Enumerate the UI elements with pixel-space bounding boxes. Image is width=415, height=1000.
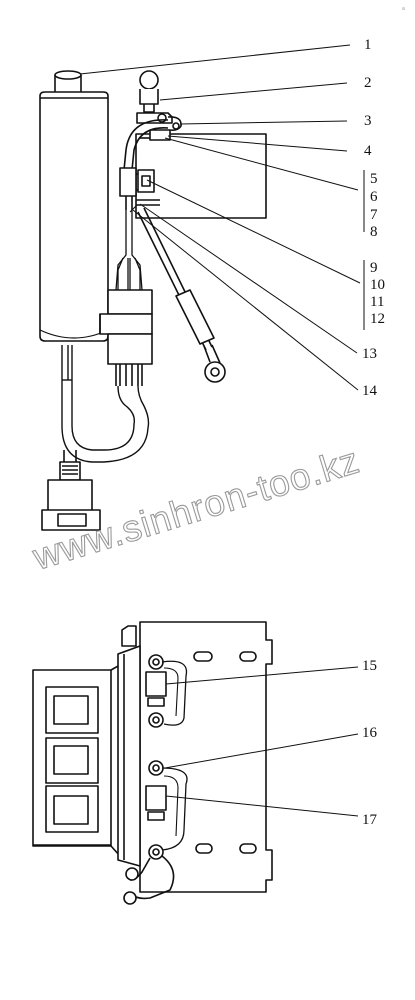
knob-bracket bbox=[136, 70, 182, 141]
callout-2: 2 bbox=[364, 75, 372, 91]
cylinder-body bbox=[39, 70, 109, 342]
callout-15: 15 bbox=[362, 658, 377, 674]
callout-1: 1 bbox=[364, 37, 372, 53]
leader-lines-lower bbox=[164, 666, 359, 817]
callout-7: 7 bbox=[370, 207, 378, 223]
callout-4: 4 bbox=[364, 143, 372, 159]
callout-8: 8 bbox=[370, 224, 378, 240]
callout-6: 6 bbox=[370, 189, 378, 205]
lower-cable bbox=[41, 450, 101, 531]
callout-9: 9 bbox=[370, 260, 378, 276]
bottom-assembly bbox=[32, 621, 359, 905]
leader-lines bbox=[79, 44, 365, 391]
tube bbox=[119, 119, 169, 210]
callout-11: 11 bbox=[370, 294, 384, 310]
switch-panel bbox=[32, 664, 121, 857]
callout-13: 13 bbox=[362, 346, 377, 362]
wire-loop bbox=[61, 345, 150, 463]
top-assembly bbox=[39, 44, 365, 531]
callout-12: 12 bbox=[370, 311, 385, 327]
corner-mark: a bbox=[402, 6, 405, 12]
callout-5: 5 bbox=[370, 171, 378, 187]
callout-3: 3 bbox=[364, 113, 372, 129]
callout-17: 17 bbox=[362, 812, 378, 828]
fuse-holders bbox=[123, 654, 188, 905]
bracket-plate bbox=[117, 621, 273, 893]
callout-14: 14 bbox=[362, 383, 378, 399]
callout-labels: 1 2 3 4 5 6 7 8 9 10 11 12 13 14 15 16 1… bbox=[362, 37, 385, 828]
callout-10: 10 bbox=[370, 277, 385, 293]
wire-harness bbox=[115, 210, 143, 291]
ground-strap bbox=[137, 207, 226, 383]
inline-connector bbox=[99, 289, 153, 386]
mount-block bbox=[129, 169, 160, 213]
callout-16: 16 bbox=[362, 725, 378, 741]
